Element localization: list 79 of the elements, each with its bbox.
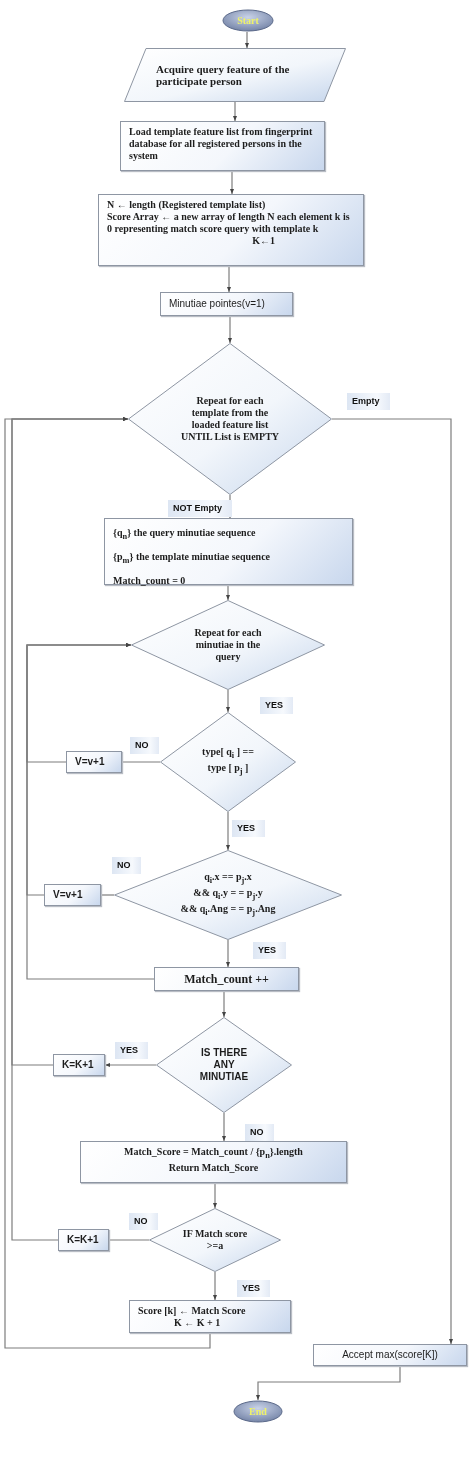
connector-arrow	[245, 31, 249, 49]
edge-label: NO	[245, 1124, 274, 1141]
connector-arrow	[222, 1112, 226, 1142]
edge-label: NO	[112, 857, 141, 874]
node-text: V=v+1	[75, 756, 106, 768]
process-box	[313, 1344, 467, 1366]
edge-label: YES	[232, 820, 265, 837]
edge-label: NO	[130, 737, 159, 754]
connector-arrow	[233, 101, 237, 122]
process-box	[120, 121, 325, 171]
connector-arrow	[230, 170, 234, 195]
process-box	[104, 518, 353, 585]
edge-label: YES	[115, 1042, 148, 1059]
terminal-label: End	[249, 1405, 267, 1418]
node-text: K←1	[251, 235, 276, 247]
edge-label: YES	[260, 697, 293, 714]
process-box	[44, 884, 101, 906]
node-text: Match_Score = Match_count / {p$_{n}$}.length	[123, 1146, 304, 1162]
process-box	[129, 1300, 291, 1333]
decision-diamond	[160, 712, 296, 812]
connector-arrow	[226, 811, 230, 851]
decision-diamond	[128, 343, 332, 495]
connector-arrow	[104, 1063, 157, 1067]
node-text: K=K+1	[67, 1234, 100, 1246]
node-text: type[ q$_{i}$ ] == type [ p$_{j}$ ]	[201, 746, 255, 778]
connector-arrow	[213, 1182, 217, 1209]
connector-arrow	[4, 417, 211, 1349]
connector-arrow	[226, 689, 230, 713]
connector-arrow	[222, 990, 226, 1018]
edge-label: NO	[129, 1213, 158, 1230]
terminal-ellipse	[222, 9, 274, 32]
node-text: IF Match score >=a	[181, 1228, 249, 1252]
node-text: Score Array ← a new array of length N each element k is 0 representing match score query with template k	[107, 211, 351, 235]
connector-arrow	[228, 315, 232, 344]
decision-diamond	[131, 600, 325, 690]
node-text: Score [k] ← Match Score	[138, 1305, 247, 1317]
edge-label: NOT Empty	[168, 500, 232, 517]
process-box	[160, 292, 293, 316]
decision-diamond	[114, 850, 342, 940]
decision-diamond	[149, 1208, 281, 1272]
node-text: N ← length (Registered template list)	[107, 199, 267, 211]
process-box	[58, 1229, 109, 1251]
node-text: {q$_{n}$} the query minutiae sequence	[113, 526, 257, 543]
connector-arrow	[213, 1271, 217, 1301]
decision-diamond	[156, 1017, 292, 1113]
node-text: K=K+1	[62, 1059, 95, 1071]
connector-arrow	[331, 418, 453, 1345]
node-text: q$_{i}$.x == p$_{j}$.x	[204, 871, 252, 887]
process-box	[80, 1141, 347, 1183]
node-text: Match_count = 0	[113, 574, 187, 588]
node-text: Load template feature list from fingerprint database for all registered persons in the system	[129, 126, 314, 162]
node-text: K ← K + 1	[173, 1317, 222, 1329]
node-text: Match_count ++	[183, 973, 270, 985]
process-box	[154, 967, 299, 991]
node-text: Return Match_Score	[167, 1162, 260, 1174]
node-text: {p$_{m}$} the template minutiae sequence	[113, 550, 272, 567]
connector-arrow	[226, 939, 230, 968]
connector-arrow	[227, 265, 231, 293]
connector-arrow	[26, 643, 155, 980]
input-parallelogram	[124, 48, 346, 102]
node-text: Acquire query feature of the participate person	[156, 63, 291, 87]
node-text: Accept max(score[K])	[341, 1349, 439, 1361]
process-box	[53, 1054, 105, 1076]
connector-arrow	[256, 1365, 401, 1401]
terminal-label: Start	[237, 14, 259, 27]
process-box	[66, 751, 122, 773]
node-text: Repeat for each minutiae in the query	[193, 627, 263, 663]
edge-label: Empty	[347, 393, 390, 410]
edge-label: YES	[253, 942, 286, 959]
connector-arrow	[226, 584, 230, 601]
node-text: Repeat for each template from the loaded feature list UNTIL List is EMPTY	[179, 395, 281, 443]
edge-label: YES	[237, 1280, 270, 1297]
node-text: && q$_{i}$.Ang = = p$_{j}$.Ang	[180, 903, 276, 919]
node-text: IS THERE ANY MINUTIAE	[198, 1047, 250, 1083]
node-text: V=v+1	[53, 889, 84, 901]
terminal-ellipse	[233, 1400, 283, 1423]
process-box	[98, 194, 364, 266]
node-text: && q$_{i}$.y = = p$_{j}$.y	[193, 887, 263, 903]
node-text: Minutiae pointes(v=1)	[169, 298, 266, 310]
